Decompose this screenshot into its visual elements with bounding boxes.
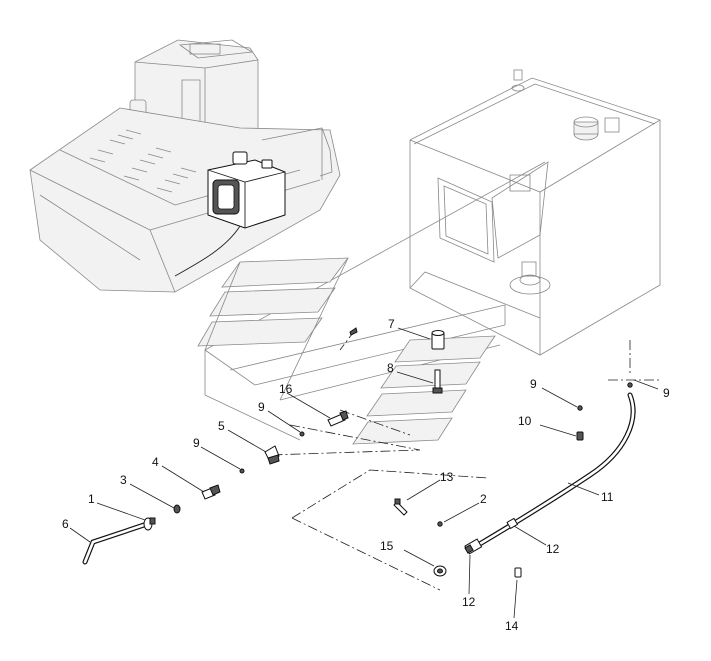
part-4-adapter xyxy=(201,484,221,500)
part-5-elbow xyxy=(264,445,280,465)
part-7-spacer xyxy=(431,330,445,350)
part-9-washer-c xyxy=(577,405,583,411)
part-9-washer-b xyxy=(299,431,305,437)
part-11-hose xyxy=(475,392,636,548)
part-12-fitting-b xyxy=(464,538,483,555)
callout-9-b: 9 xyxy=(258,400,265,414)
part-13-screw xyxy=(393,498,408,516)
callout-10: 10 xyxy=(518,414,532,428)
callout-13: 13 xyxy=(440,470,454,484)
callout-16: 16 xyxy=(279,382,293,396)
callout-3: 3 xyxy=(120,473,127,487)
part-10-bolt xyxy=(576,431,584,441)
machine-overview-illustration xyxy=(29,39,341,293)
leader-lines xyxy=(69,327,659,619)
part-9-washer-a xyxy=(239,468,245,474)
callout-11: 11 xyxy=(601,490,614,504)
callout-12-a: 12 xyxy=(546,542,560,556)
callout-5: 5 xyxy=(218,419,225,433)
part-tee-marker xyxy=(349,327,358,336)
part-15-clamp xyxy=(433,565,447,577)
frame-outline xyxy=(197,161,546,445)
part-6-pipe xyxy=(82,520,153,565)
callout-9-a: 9 xyxy=(193,436,200,450)
part-8-bolt xyxy=(432,369,443,394)
part-9-washer-d xyxy=(627,382,633,388)
part-2-washer xyxy=(437,521,443,527)
part-3-oring xyxy=(173,504,181,514)
callout-6: 6 xyxy=(62,517,69,531)
callout-12-b: 12 xyxy=(462,595,476,609)
callout-7: 7 xyxy=(388,317,395,331)
callout-1: 1 xyxy=(88,492,95,506)
hydraulic-tank-illustration xyxy=(409,69,661,356)
deck-vent-grille xyxy=(89,129,197,193)
callout-15: 15 xyxy=(380,539,394,553)
callout-8: 8 xyxy=(387,361,394,375)
callout-labels: 1 2 3 4 5 6 7 8 9 9 9 9 10 11 12 12 13 1… xyxy=(62,317,670,633)
part-1-clamp xyxy=(143,517,156,531)
callout-4: 4 xyxy=(152,455,159,469)
callout-9-d: 9 xyxy=(663,386,670,400)
part-14-plug xyxy=(514,567,522,578)
part-16-fitting xyxy=(327,410,349,427)
overview-tank xyxy=(174,151,286,277)
callout-2: 2 xyxy=(480,492,487,506)
callout-14: 14 xyxy=(505,619,519,633)
callout-9-c: 9 xyxy=(530,377,537,391)
